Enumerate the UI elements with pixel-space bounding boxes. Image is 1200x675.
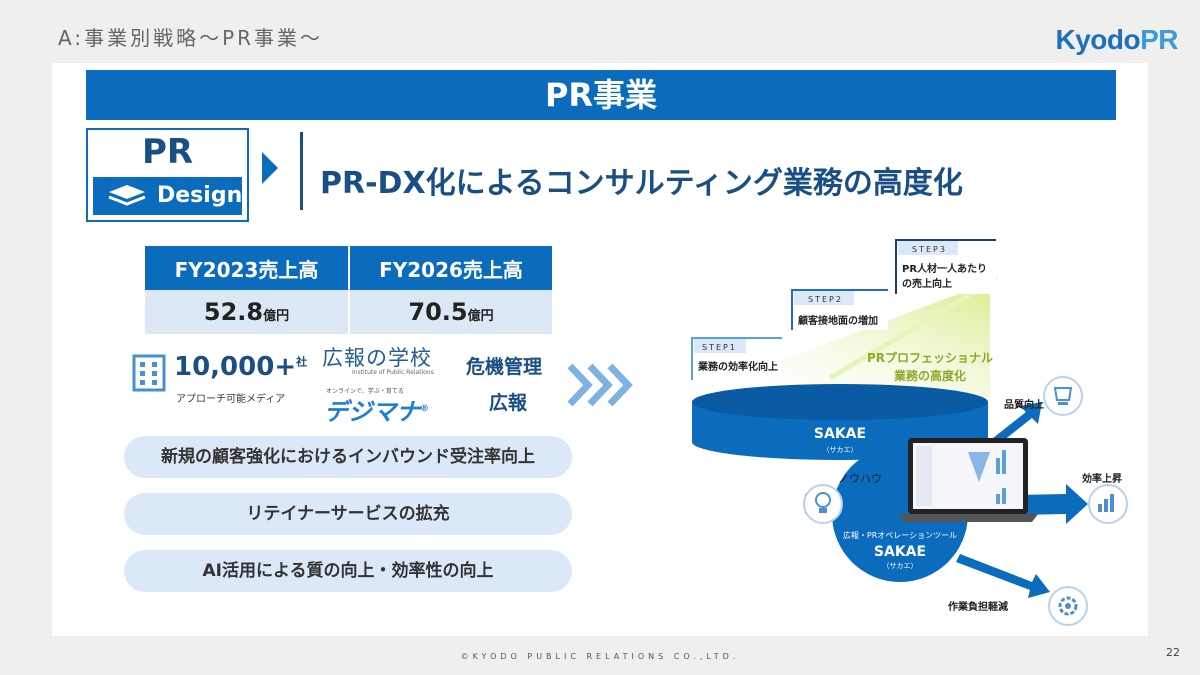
sales-value-fy2026: 70.5: [408, 298, 468, 326]
pr-design-label: Design: [157, 183, 243, 208]
service-crisis-management: 危機管理: [466, 356, 543, 378]
quality-icon-bg: [1043, 376, 1083, 416]
knowhow-label: ノウハウ: [838, 472, 882, 485]
school-logo: 広報の学校: [322, 346, 432, 370]
step-2-tag-bg: [794, 291, 854, 305]
step-2-text: 顧客接地面の増加: [798, 314, 878, 327]
knowhow-input-arrow: [805, 482, 912, 526]
sales-cell-fy2026: 70.5億円: [349, 290, 554, 334]
tool-reading: （サカエ）: [883, 562, 918, 570]
screen-sidebar: [916, 446, 932, 506]
dejima-registered-mark: ®: [420, 404, 429, 414]
strategy-headline: PR-DX化によるコンサルティング業務の高度化: [320, 166, 963, 201]
step-1-text: 業務の効率化向上: [697, 360, 778, 373]
pr-design-title: PR: [141, 132, 194, 172]
sales-value-fy2023: 52.8: [203, 298, 264, 326]
initiative-pill-ai: AI活用による質の向上・効率性の向上: [124, 550, 572, 592]
pr-design-label-box: Design: [93, 177, 242, 215]
cylinder-top: [692, 384, 988, 420]
step-2-frame: [791, 289, 888, 330]
tool-label: 広報・PRオペレーションツール: [843, 530, 957, 540]
step-1: STEP1 業務の効率化向上: [691, 337, 782, 380]
sales-table: FY2023売上高 FY2026売上高 52.8億円 70.5億円: [145, 246, 554, 334]
pr-design-badge: PR Design: [86, 128, 249, 222]
step-3-tag-bg: [898, 241, 958, 255]
triple-chevron-icon: [567, 363, 633, 407]
step-3-tag: STEP3: [912, 245, 947, 254]
step-1-tag: STEP1: [702, 343, 737, 352]
dejima-tagline: オンラインで、学ぶ・育てる: [326, 388, 404, 395]
footer-copyright: ©KYODO PUBLIC RELATIONS CO.,LTD.: [460, 652, 740, 661]
step-3: STEP3 PR人材一人あたり の売上向上: [895, 239, 996, 294]
media-count: 10,000+社: [174, 352, 307, 382]
quality-label: 品質向上: [1004, 398, 1044, 411]
screen-funnel: [968, 452, 990, 482]
laptop-base: [898, 514, 1038, 522]
dejima-logo: デジマナ®: [324, 392, 429, 427]
laptop-image: [898, 438, 1038, 522]
step-1-tag-bg: [694, 339, 746, 353]
slide-heading: A:事業別戦略～PR事業～: [58, 26, 324, 50]
company-logo: KyodoPR: [1055, 24, 1178, 56]
growth-arrow-line: [828, 281, 990, 381]
screen-bar-1: [996, 458, 1000, 474]
media-count-suffix: 社: [296, 355, 308, 369]
gear-check-icon: [1058, 596, 1078, 616]
service-public-relations: 広報: [489, 392, 528, 414]
initiative-pill-inbound: 新規の顧客強化におけるインバウンド受注率向上: [124, 436, 572, 478]
cylinder-name: SAKAE: [814, 426, 866, 442]
building-icon: [132, 354, 166, 392]
growth-chart-icon: [1098, 494, 1114, 512]
screen-bar-2: [1002, 450, 1006, 474]
center-label-1: PRプロフェッショナル: [867, 350, 993, 365]
play-arrow-icon: [262, 152, 278, 184]
step-3-text-2: の売上向上: [902, 277, 952, 290]
sales-header-fy2026: FY2026売上高: [349, 246, 554, 290]
media-label: アプローチ可能メディア: [176, 394, 286, 405]
divider-line: [300, 132, 303, 210]
screen-bar-3: [996, 494, 1000, 504]
sakae-diagram: STEP1 業務の効率化向上 STEP2 顧客接地面の増加 STEP3 PR人材…: [691, 239, 1128, 626]
school-subtitle: Institute of Public Relations: [352, 369, 434, 376]
knowhow-icon-bg: [803, 484, 843, 524]
sales-header-row: FY2023売上高 FY2026売上高: [145, 246, 554, 290]
page-number: 22: [1166, 646, 1180, 659]
step-1-frame: [691, 337, 782, 380]
sales-unit-fy2023: 億円: [263, 309, 290, 324]
logo-accent: PR: [1140, 24, 1178, 55]
section-banner: PR事業: [86, 70, 1116, 120]
step-3-frame: [895, 239, 996, 294]
screen-bar-4: [1002, 488, 1006, 504]
sales-value-row: 52.8億円 70.5億円: [145, 290, 554, 334]
cylinder-reading: （サカエ）: [823, 446, 858, 454]
step-2-tag: STEP2: [808, 295, 843, 304]
initiative-pill-retainer: リテイナーサービスの拡充: [124, 493, 572, 535]
lightbulb-icon: [815, 492, 831, 513]
workload-label: 作業負担軽減: [948, 600, 1008, 613]
logo-main: Kyodo: [1055, 24, 1141, 55]
workload-output-arrow: [956, 554, 1050, 598]
dejima-name: デジマナ: [324, 398, 420, 426]
center-label-2: 業務の高度化: [893, 368, 966, 383]
trophy-icon: [1053, 387, 1073, 405]
layers-icon: [108, 185, 146, 206]
sales-header-fy2023: FY2023売上高: [145, 246, 350, 290]
efficiency-label: 効率上昇: [1082, 472, 1122, 485]
step-2: STEP2 顧客接地面の増加: [791, 289, 888, 330]
sales-unit-fy2026: 億円: [467, 309, 494, 324]
media-count-value: 10,000+: [174, 352, 297, 382]
sales-cell-fy2023: 52.8億円: [145, 290, 350, 334]
tool-name: SAKAE: [874, 544, 926, 560]
step-3-text-1: PR人材一人あたり: [902, 262, 987, 275]
